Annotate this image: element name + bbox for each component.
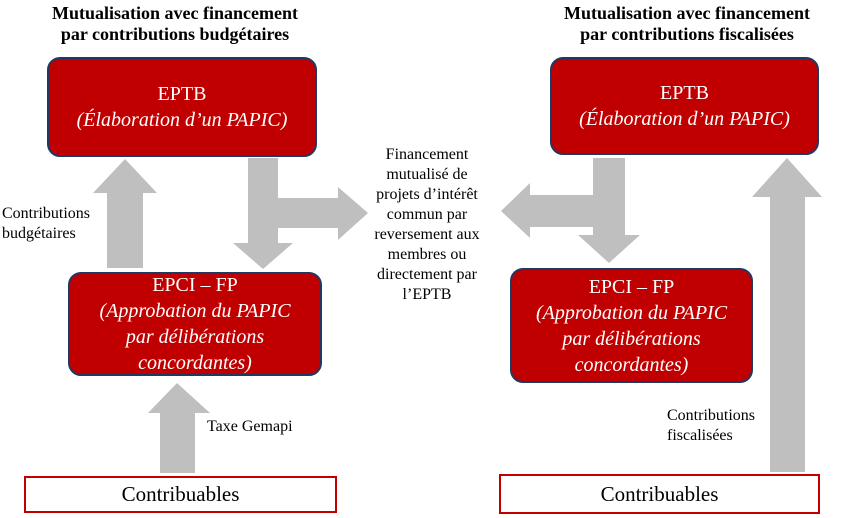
label-financement-mutualise: Financement mutualisé de projets d’intér… [374,146,480,303]
epci-box-right: EPCI – FP (Approbation du PAPIC par déli… [510,268,753,383]
column-title-right: Mutualisation avec financement par contr… [564,3,810,44]
arrow-down-eptb-branch-right-left-icon [233,158,368,269]
eptb-box-left-title: EPTB [157,83,207,105]
eptb-box-right: EPTB (Élaboration d’un PAPIC) [550,57,819,155]
epci-box-left: EPCI – FP (Approbation du PAPIC par déli… [68,272,322,376]
eptb-box-right-title: EPTB [660,82,709,104]
arrow-up-contribuables-to-eptb-right-icon [752,158,822,472]
arrow-up-epci-to-eptb-left-icon [93,159,157,268]
contribuables-box-left: Contribuables [24,476,337,513]
arrow-up-contribuables-to-epci-left-icon [148,383,210,473]
label-taxe-gemapi: Taxe Gemapi [207,418,293,435]
contribuables-box-right: Contribuables [499,474,820,514]
eptb-box-left: EPTB (Élaboration d’un PAPIC) [47,57,317,157]
epci-box-right-title: EPCI – FP [588,275,675,298]
label-contributions-fiscalisees: Contributions fiscalisées [667,407,756,444]
epci-box-left-subtitle: (Approbation du PAPIC par délibérations … [99,300,291,374]
contribuables-box-left-label: Contribuables [121,482,240,506]
eptb-box-left-subtitle: (Élaboration d’un PAPIC) [76,109,288,131]
arrow-down-eptb-branch-left-right-icon [501,158,640,263]
epci-box-right-subtitle: (Approbation du PAPIC par délibérations … [535,301,728,376]
label-contributions-budgetaires: Contributions budgétaires [2,205,91,242]
epci-box-left-title: EPCI – FP [152,274,238,296]
eptb-box-right-subtitle: (Élaboration d’un PAPIC) [579,108,790,130]
column-title-left: Mutualisation avec financement par contr… [52,3,298,44]
contribuables-box-right-label: Contribuables [600,481,719,506]
